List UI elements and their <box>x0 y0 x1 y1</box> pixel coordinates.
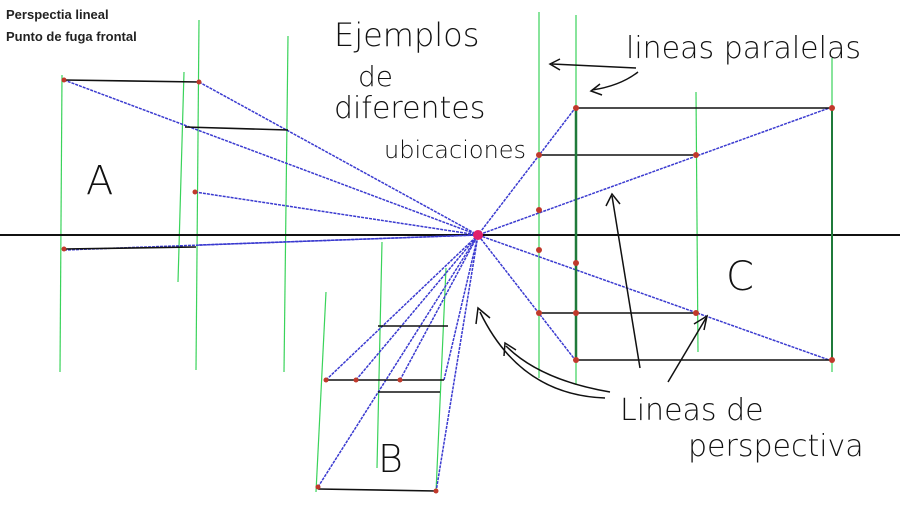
diagram-title: Perspectia lineal <box>6 7 109 22</box>
annotation-arrows <box>475 58 709 399</box>
examples-line-3: diferentes <box>334 91 485 126</box>
examples-line-1: Ejemplos <box>334 16 479 54</box>
vanishing-point <box>473 230 483 240</box>
diagram-subtitle: Punto de fuga frontal <box>6 29 137 44</box>
box-label-b: B <box>378 437 403 481</box>
examples-line-2: de <box>358 60 393 93</box>
vertex-dots <box>61 77 835 494</box>
examples-line-4: ubicaciones <box>384 136 526 164</box>
box-label-c: C <box>726 254 754 300</box>
box-edges <box>63 79 833 492</box>
perspective-lines-label-1: Lineas de <box>620 393 764 428</box>
parallel-lines-label: lineas paralelas <box>626 31 861 66</box>
perspective-lines-label-2: perspectiva <box>688 429 864 464</box>
box-label-a: A <box>86 158 113 204</box>
